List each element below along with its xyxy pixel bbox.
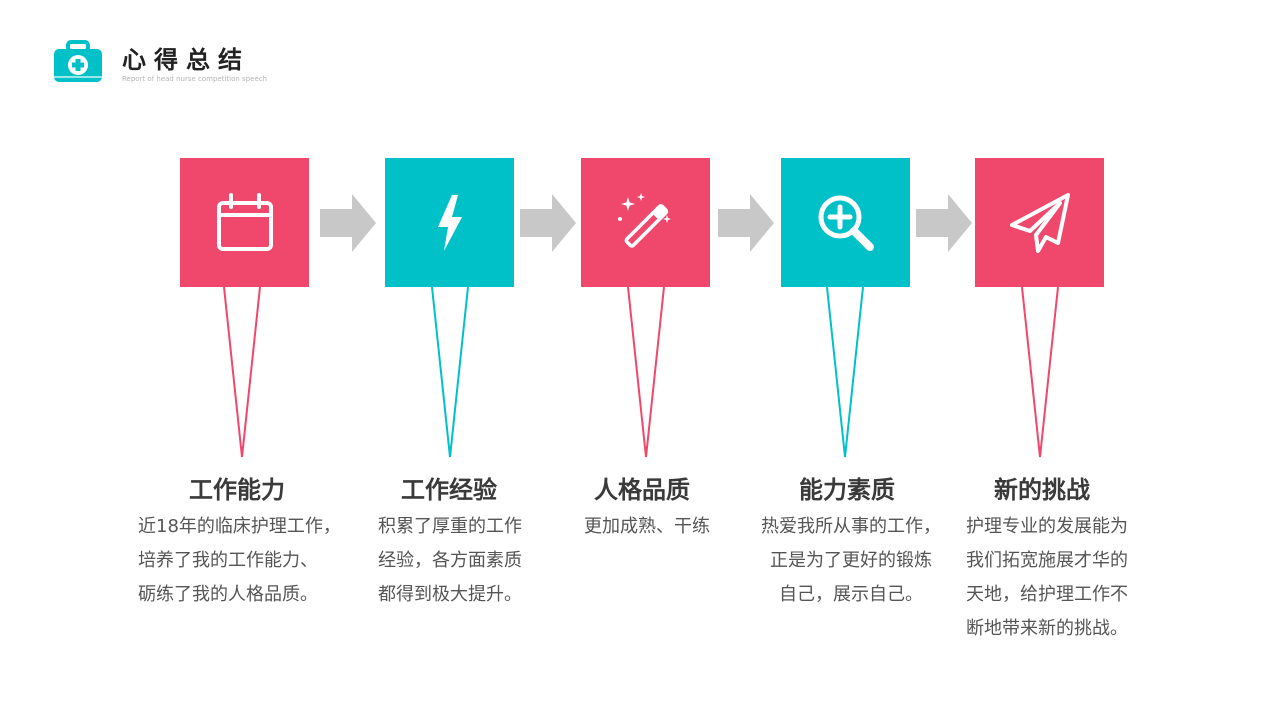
calendar-icon (216, 192, 273, 251)
connector-line (826, 287, 864, 458)
step-description: 护理专业的发展能为 我们拓宽施展才华的 天地，给护理工作不 断地带来新的挑战。 (966, 510, 1176, 646)
step-title: 工作经验 (401, 476, 497, 504)
page-subtitle: Report of head nurse competition speech (122, 75, 268, 83)
description-line: 天地，给护理工作不 (966, 584, 1128, 605)
step-description: 积累了厚重的工作 经验，各方面素质 都得到极大提升。 (378, 510, 588, 612)
step-description: 近18年的临床护理工作， 培养了我的工作能力、 砺练了我的人格品质。 (138, 510, 348, 612)
description-line: 热爱我所从事的工作， (761, 516, 941, 537)
description-line: 正是为了更好的锻炼 (770, 550, 932, 571)
connector-line (223, 287, 261, 458)
lightning-icon (437, 194, 462, 251)
step-box-5 (975, 158, 1104, 287)
connector-line (431, 287, 469, 458)
arrow-icon (320, 194, 376, 252)
description-line: 近18年的临床护理工作， (138, 516, 341, 537)
step-description: 热爱我所从事的工作， 正是为了更好的锻炼 自己，展示自己。 (746, 510, 956, 612)
medical-kit-icon (54, 40, 102, 82)
arrow-icon (520, 194, 576, 252)
description-line: 断地带来新的挑战。 (966, 618, 1128, 639)
description-line: 都得到极大提升。 (378, 584, 522, 605)
description-line: 培养了我的工作能力、 (138, 550, 318, 571)
step-title: 工作能力 (189, 476, 285, 504)
description-line: 我们拓宽施展才华的 (966, 550, 1128, 571)
step-title: 新的挑战 (994, 476, 1090, 504)
description-line: 积累了厚重的工作 (378, 516, 522, 537)
page-title: 心得总结 (122, 46, 250, 74)
step-description: 更加成熟、干练 (584, 510, 794, 544)
step-title: 能力素质 (799, 476, 895, 504)
magic-wand-icon (617, 192, 671, 248)
arrow-icon (718, 194, 774, 252)
description-line: 更加成熟、干练 (584, 516, 710, 537)
paper-plane-icon (1009, 192, 1070, 253)
step-box-3 (581, 158, 710, 287)
description-line: 经验，各方面素质 (378, 550, 522, 571)
step-title: 人格品质 (594, 476, 690, 504)
step-box-2 (385, 158, 514, 287)
description-line: 自己，展示自己。 (779, 584, 923, 605)
connector-line (1021, 287, 1059, 458)
arrow-icon (916, 194, 972, 252)
description-line: 砺练了我的人格品质。 (138, 584, 318, 605)
zoom-in-icon (818, 195, 874, 251)
step-box-1 (180, 158, 309, 287)
connector-line (627, 287, 665, 458)
description-line: 护理专业的发展能为 (966, 516, 1128, 537)
step-box-4 (781, 158, 910, 287)
